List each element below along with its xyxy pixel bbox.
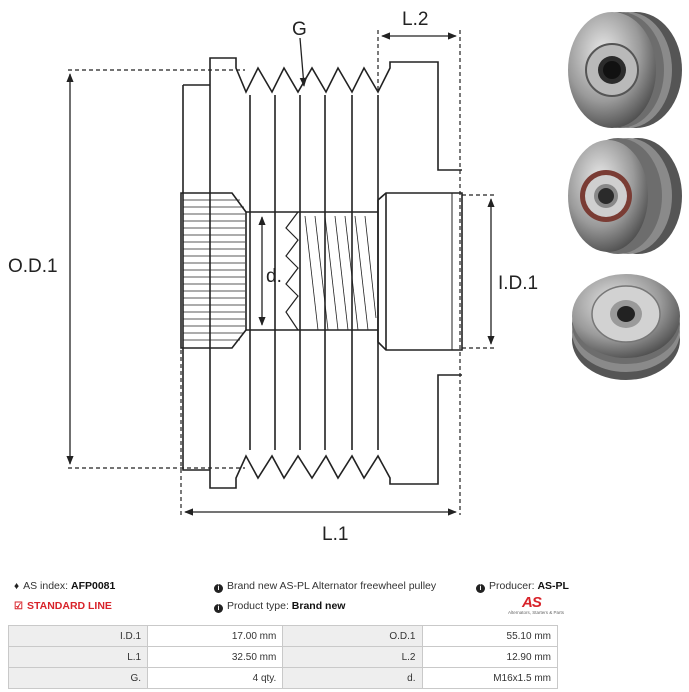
spec-value: 4 qty.: [147, 667, 284, 689]
spec-value: M16x1.5 mm: [421, 667, 558, 689]
table-row: G. 4 qty. d. M16x1.5 mm: [7, 667, 558, 689]
info-icon: i: [214, 604, 223, 613]
line-text: STANDARD LINE: [26, 600, 112, 612]
info-icon: i: [476, 584, 485, 593]
product-type-label: Product type:: [227, 600, 289, 612]
spec-key: I.D.1: [7, 625, 149, 647]
as-index: ♦AS index: AFP0081: [14, 580, 115, 592]
label-id1: I.D.1: [498, 273, 538, 294]
table-row: L.1 32.50 mm L.2 12.90 mm: [7, 646, 558, 668]
label-od1: O.D.1: [8, 256, 58, 277]
description-text: Brand new AS-PL Alternator freewheel pul…: [227, 580, 437, 592]
label-l2: L.2: [402, 9, 428, 30]
checkbox-icon: ☑: [14, 601, 23, 612]
standard-line-badge: ☑STANDARD LINE: [14, 600, 112, 612]
label-d: d.: [266, 266, 282, 287]
label-l1: L.1: [322, 524, 348, 545]
label-g: G: [292, 19, 307, 40]
spec-value: 17.00 mm: [147, 625, 284, 647]
tag-icon: ♦: [14, 581, 20, 592]
spec-value: 32.50 mm: [147, 646, 284, 668]
spec-key: L.2: [282, 646, 423, 668]
logo-tagline: Alternators, Starters & Parts: [508, 610, 565, 615]
producer-label: Producer:: [489, 580, 535, 592]
spec-key: d.: [282, 667, 423, 689]
product-photo-back: [572, 274, 680, 380]
product-type: i Product type: Brand new: [214, 600, 345, 613]
pulley-technical-drawing: G L.2 O.D.1 I.D.1 d. L.1: [8, 9, 538, 545]
table-row: I.D.1 17.00 mm O.D.1 55.10 mm: [7, 625, 558, 647]
producer: i Producer: AS-PL: [476, 580, 569, 593]
producer-value: AS-PL: [537, 580, 569, 592]
as-index-label: AS index:: [23, 580, 69, 592]
spec-key: O.D.1: [282, 625, 423, 647]
product-photo-middle: [568, 138, 682, 254]
specs-table: I.D.1 17.00 mm O.D.1 55.10 mm L.1 32.50 …: [7, 625, 558, 689]
as-index-value: AFP0081: [70, 580, 116, 592]
spec-value: 12.90 mm: [421, 646, 558, 668]
spec-value: 55.10 mm: [421, 625, 558, 647]
as-pl-logo: AS Alternators, Starters & Parts: [508, 594, 564, 620]
logo-mark: AS: [522, 594, 542, 611]
spec-key: L.1: [7, 646, 149, 668]
info-icon: i: [214, 584, 223, 593]
spec-key: G.: [7, 667, 149, 689]
product-photo-front: [568, 12, 682, 128]
product-description: i Brand new AS-PL Alternator freewheel pu…: [214, 580, 436, 593]
product-type-value: Brand new: [291, 600, 346, 612]
